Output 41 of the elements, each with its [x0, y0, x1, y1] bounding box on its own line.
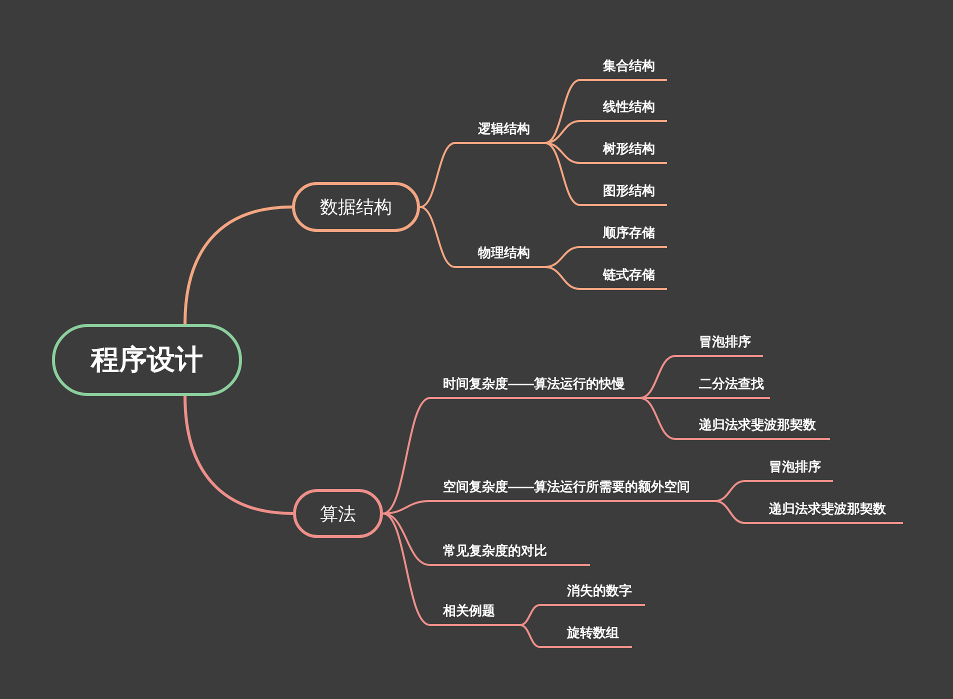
connector-line: [184, 206, 292, 324]
topic-box: 算法: [293, 489, 383, 538]
connector-line: [640, 397, 675, 399]
connector-line: [544, 142, 580, 206]
topic-box: 数据结构: [292, 182, 420, 232]
connector-line: [714, 480, 746, 502]
connector-line: [520, 604, 540, 626]
subtopic-label: 常见复杂度的对比: [430, 540, 590, 566]
subtopic-label: 消失的数字: [540, 580, 645, 606]
connector-line: [382, 397, 430, 514]
subtopic-label: 空间复杂度——算法运行所需要的额外空间: [430, 476, 715, 502]
connector-line: [382, 512, 430, 626]
subtopic-label: 时间复杂度——算法运行的快慢: [430, 373, 640, 399]
subtopic-label: 线性结构: [580, 96, 667, 122]
subtopic-label: 树形结构: [580, 138, 667, 164]
connector-line: [544, 142, 580, 164]
subtopic-label: 图形结构: [580, 180, 667, 206]
subtopic-label: 冒泡排序: [745, 456, 833, 482]
central-topic-box: 程序设计: [52, 324, 242, 396]
subtopic-label: 物理结构: [455, 242, 545, 268]
connector-line: [520, 624, 540, 648]
connector-line: [184, 396, 294, 515]
connector-line: [544, 266, 580, 290]
subtopic-label: 二分法查找: [675, 373, 770, 399]
subtopic-label: 顺序存储: [580, 222, 667, 248]
connector-line: [382, 512, 430, 566]
connector-line: [420, 142, 456, 208]
subtopic-label: 相关例题: [430, 600, 520, 626]
subtopic-label: 链式存储: [580, 264, 667, 290]
subtopic-label: 递归法求斐波那契数: [675, 414, 830, 440]
subtopic-label: 旋转数组: [540, 622, 632, 648]
subtopic-label: 集合结构: [580, 55, 667, 81]
connector-line: [714, 500, 746, 524]
connector-line: [640, 355, 676, 399]
connector-line: [640, 397, 676, 440]
subtopic-label: 逻辑结构: [455, 118, 545, 144]
connector-line: [544, 79, 580, 144]
subtopic-label: 递归法求斐波那契数: [745, 498, 903, 524]
subtopic-label: 冒泡排序: [675, 331, 763, 357]
connector-line: [420, 206, 456, 268]
connector-line: [382, 500, 430, 514]
